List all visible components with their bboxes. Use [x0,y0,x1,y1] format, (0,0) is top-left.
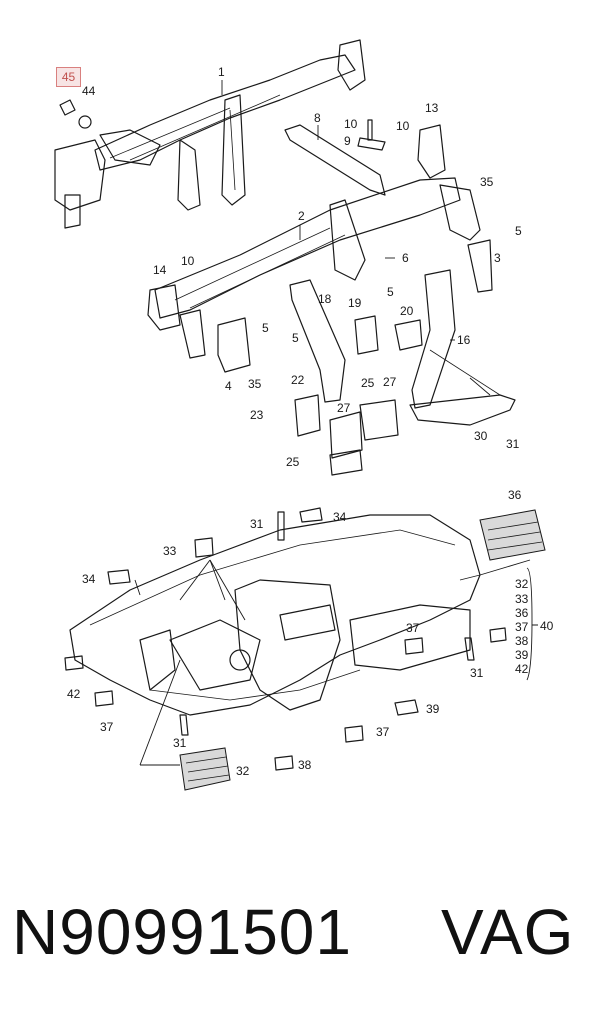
callout-37: 37 [376,725,390,739]
callout-38: 38 [515,634,529,648]
callout-37: 37 [100,720,114,734]
callout-10: 10 [181,254,195,268]
callout-13: 13 [425,101,439,115]
clip-42 [64,655,84,671]
highlight-box [56,67,81,87]
callout-5: 5 [262,321,269,335]
clip-39 [394,699,419,716]
callout-10: 10 [396,119,410,133]
part-16-support [411,269,456,409]
callout-36: 36 [508,488,522,502]
callout-5: 5 [387,285,394,299]
part-4-bracket [217,317,251,373]
air-vent-32 [179,747,231,791]
highlighted-callout[interactable]: 45 [61,70,76,84]
callout-30: 30 [474,429,488,443]
clip-33 [194,537,214,558]
clip-37-left [94,690,114,707]
callout-8: 8 [314,111,321,125]
callout-27: 27 [337,401,351,415]
callout-2: 2 [298,209,305,223]
dashboard-panel [69,514,481,716]
callout-32: 32 [236,764,250,778]
callout-31: 31 [506,437,520,451]
callout-35: 35 [480,175,494,189]
part-30-strut [409,394,516,426]
callout-19: 19 [348,296,362,310]
callout-22: 22 [291,373,305,387]
part-27-bracket-a [329,411,363,459]
callout-10: 10 [344,117,358,131]
callout-42: 42 [515,662,529,676]
callout-44: 44 [82,84,96,98]
callout-16: 16 [457,333,471,347]
callout-31: 31 [173,736,187,750]
part-27-bracket-b [359,399,399,441]
clip-34-right [299,507,323,523]
clip-38-left [274,755,294,771]
callout-5: 5 [515,224,522,238]
cross-member-upper [54,39,366,229]
callout-14: 14 [153,263,167,277]
callout-23: 23 [250,408,264,422]
callout-33: 33 [515,592,529,606]
callout-4: 4 [225,379,232,393]
part-19-bracket [354,315,379,355]
clip-37-right [404,637,424,655]
callout-32: 32 [515,577,529,591]
clip-37-mid [344,725,364,743]
callout-6: 6 [402,251,409,265]
callout-39: 39 [515,648,529,662]
callout-9: 9 [344,134,351,148]
screw-31-lower [179,714,189,736]
clip-34-left [107,569,131,585]
screw-10a [367,119,373,141]
callout-39: 39 [426,702,440,716]
callout-40: 40 [540,619,554,633]
callout-34: 34 [333,510,347,524]
part-25-bracket [329,449,363,476]
part-22-bracket [294,394,321,437]
callout-35: 35 [248,377,262,391]
part-number: N90991501 [12,896,352,968]
screw-31-top [277,511,285,541]
air-vent-36 [479,509,546,561]
callout-labels: 1 44 8 10 9 10 13 35 2 5 3 14 10 6 5 18 … [67,65,554,778]
callout-37: 37 [515,620,529,634]
callout-34: 34 [82,572,96,586]
part-18-support [289,279,346,403]
callout-33: 33 [163,544,177,558]
callout-3: 3 [494,251,501,265]
callout-42: 42 [67,687,81,701]
part-8-strut [284,124,386,196]
callout-25: 25 [361,376,375,390]
brand-name: VAG [441,896,575,968]
callout-36: 36 [515,606,529,620]
clip-38-right [489,627,507,643]
callout-31: 31 [470,666,484,680]
screw-31-right [464,637,475,661]
cross-member-main [147,177,493,359]
callout-31: 31 [250,517,264,531]
callout-27: 27 [383,375,397,389]
callout-37: 37 [406,621,420,635]
callout-20: 20 [400,304,414,318]
callout-38: 38 [298,758,312,772]
part-20-bracket [394,319,423,351]
callout-5: 5 [292,331,299,345]
clip-9 [357,137,386,151]
callout-1: 1 [218,65,225,79]
callout-25: 25 [286,455,300,469]
leader-lines [134,80,538,766]
part-13-bracket [417,124,446,179]
callout-18: 18 [318,292,332,306]
